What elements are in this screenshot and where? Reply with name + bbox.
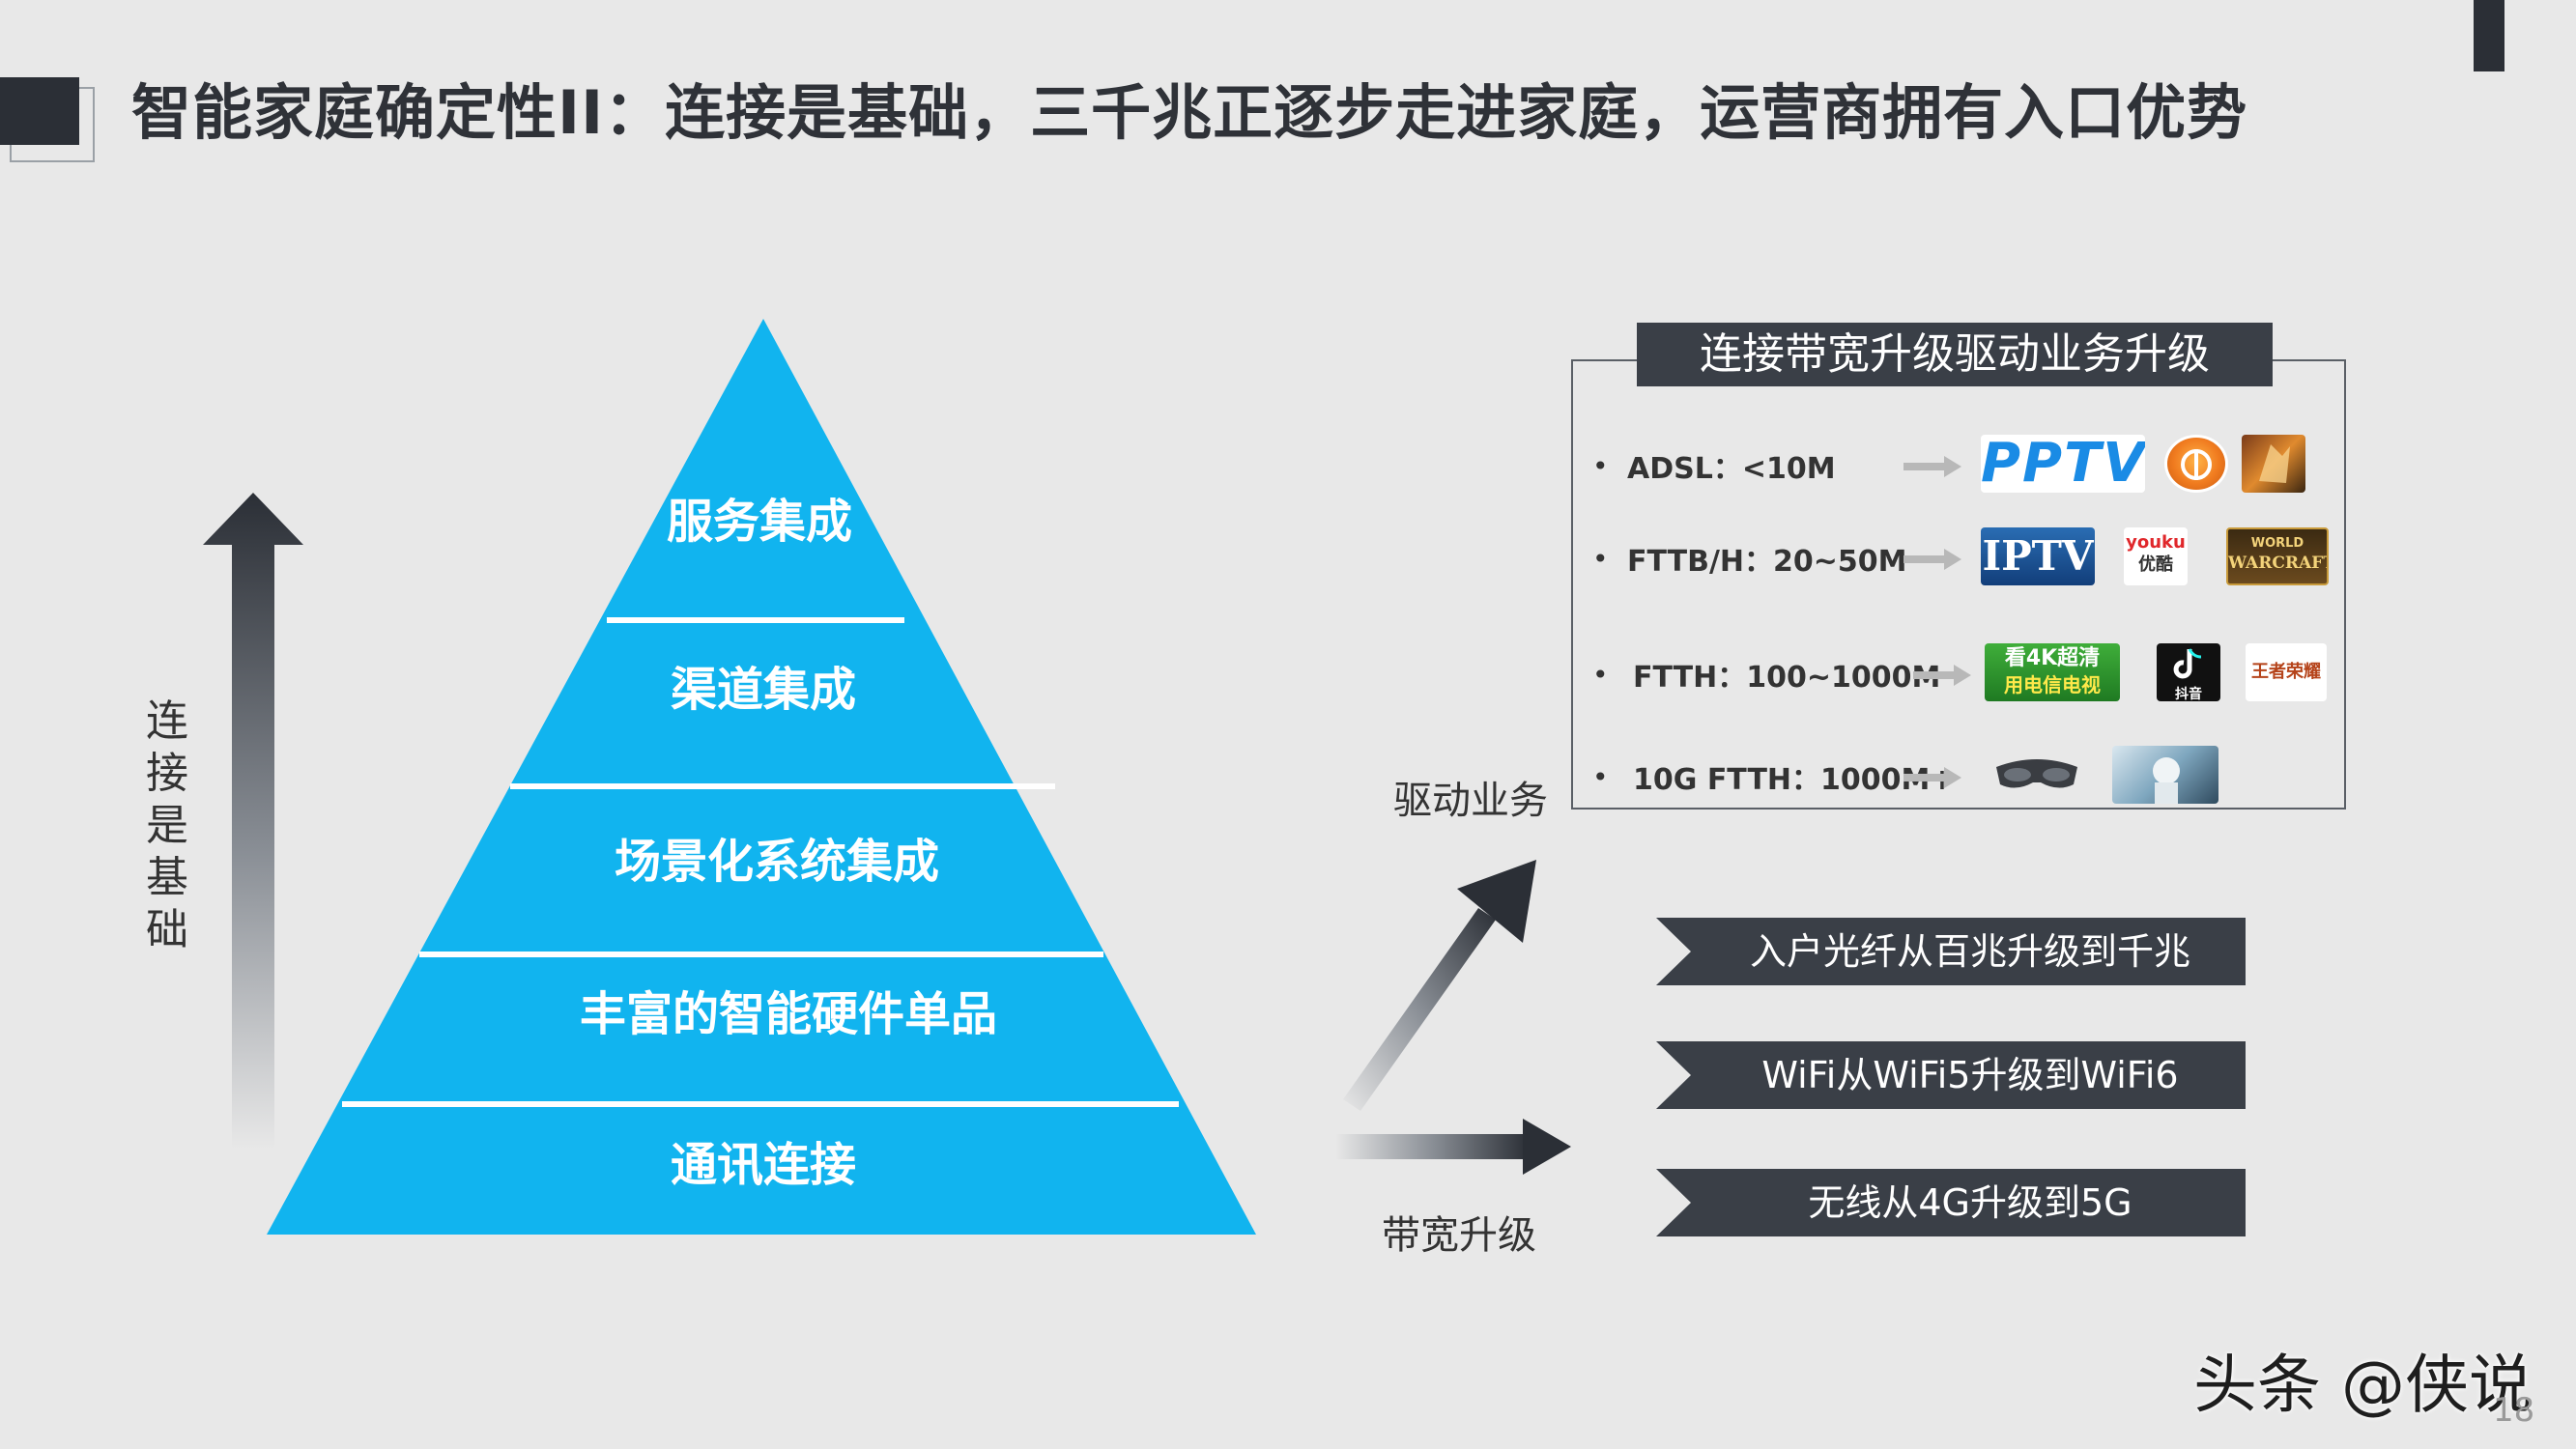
watermark: 头条 @侠说 [2193, 1348, 2533, 1422]
page-title: 智能家庭确定性II：连接是基础，三千兆正逐步走进家庭，运营商拥有入口优势 [131, 77, 2248, 148]
speed-row-text: 10G FTTH：1000M+ [1633, 763, 1955, 797]
orange-circle-logo [2164, 435, 2228, 493]
speed-row-text: FTTH：100~1000M [1633, 661, 1941, 695]
drive-arrow [1343, 860, 1536, 1111]
bullet: • [1592, 761, 1609, 793]
drive-business-label: 驱动业务 [1393, 779, 1548, 823]
bullet: • [1592, 450, 1609, 482]
honor-of-kings-logo: 王者荣耀 [2246, 643, 2327, 701]
speed-row-10g: • 10G FTTH：1000M+ [1585, 746, 2338, 804]
4k-tv-logo: 看4K超清 用电信电视 [1985, 643, 2120, 701]
banner-text: 入户光纤从百兆升级到千兆 [1749, 930, 2190, 973]
middle-arrows [1335, 860, 1571, 1175]
corner-decoration-bar [2474, 0, 2504, 71]
bandwidth-upgrade-label: 带宽升级 [1382, 1213, 1536, 1258]
bullet: • [1592, 659, 1609, 691]
speed-row-ftth: • FTTH：100~1000M 看4K超清 用电信电视 抖音 王者荣耀 [1585, 643, 2338, 701]
game-character-logo [2242, 435, 2305, 493]
4k-tv-logo-bottom: 用电信电视 [2004, 673, 2101, 696]
douyin-logo: 抖音 [2157, 643, 2220, 701]
upgrade-banner-wireless: 无线从4G升级到5G [1656, 1169, 2246, 1236]
music-note-icon [2173, 648, 2202, 679]
upgrade-banner-wifi: WiFi从WiFi5升级到WiFi6 [1656, 1041, 2246, 1109]
speed-row-adsl: • ADSL：<10M PPTV [1585, 435, 2338, 493]
banner-text: WiFi从WiFi5升级到WiFi6 [1761, 1054, 2179, 1096]
youku-logo-bottom: 优酷 [2138, 554, 2173, 575]
upgrade-banner-fiber: 入户光纤从百兆升级到千兆 [1656, 918, 2246, 985]
warcraft-logo-top: WORLD [2250, 536, 2304, 551]
warcraft-logo: WORLD WARCRAFT [2226, 527, 2329, 585]
speed-row-text: FTTB/H：20~50M [1627, 545, 1907, 579]
pyramid: 服务集成 渠道集成 场景化系统集成 丰富的智能硬件单品 通讯连接 [261, 319, 1266, 1236]
gray-arrow-icon [1913, 665, 1971, 686]
gray-arrow-icon [1903, 456, 1961, 477]
speed-row-text: ADSL：<10M [1627, 452, 1836, 486]
pyramid-level-3: 场景化系统集成 [614, 835, 940, 889]
4k-tv-logo-top: 看4K超清 [2004, 646, 2101, 670]
pyramid-level-1: 服务集成 [666, 495, 853, 549]
vr-scene-image [2112, 746, 2218, 804]
vertical-label: 连接是基础 [146, 696, 188, 954]
iptv-logo-text: IPTV [1982, 532, 2094, 580]
pptv-logo-text: PPTV [1981, 435, 2145, 493]
honor-of-kings-logo-text: 王者荣耀 [2251, 662, 2321, 682]
pyramid-level-2: 渠道集成 [670, 663, 857, 717]
pyramid-level-5: 通讯连接 [670, 1138, 857, 1192]
youku-logo-top: youku [2126, 532, 2186, 553]
bullet: • [1592, 543, 1609, 575]
page-number: 18 [2493, 1391, 2535, 1430]
gray-arrow-icon [1903, 549, 1961, 570]
speed-box-title: 连接带宽升级驱动业务升级 [1637, 323, 2273, 386]
bandwidth-arrow [1335, 1119, 1571, 1175]
banner-text: 无线从4G升级到5G [1808, 1181, 2132, 1224]
iptv-logo: IPTV [1981, 527, 2095, 585]
vr-glasses-image [1990, 746, 2083, 804]
douyin-logo-text: 抖音 [2175, 687, 2202, 701]
warcraft-logo-main: WARCRAFT [2228, 554, 2329, 573]
pyramid-level-4: 丰富的智能硬件单品 [579, 987, 998, 1041]
gray-arrow-icon [1903, 767, 1961, 788]
title-decoration-square [0, 77, 79, 145]
pptv-logo: PPTV [1981, 435, 2145, 493]
upward-arrow [203, 493, 303, 1150]
pyramid-shape [267, 319, 1256, 1235]
speed-row-fttb: • FTTB/H：20~50M IPTV youku 优酷 WORLD WARC… [1585, 527, 2338, 585]
youku-logo: youku 优酷 [2124, 527, 2188, 585]
